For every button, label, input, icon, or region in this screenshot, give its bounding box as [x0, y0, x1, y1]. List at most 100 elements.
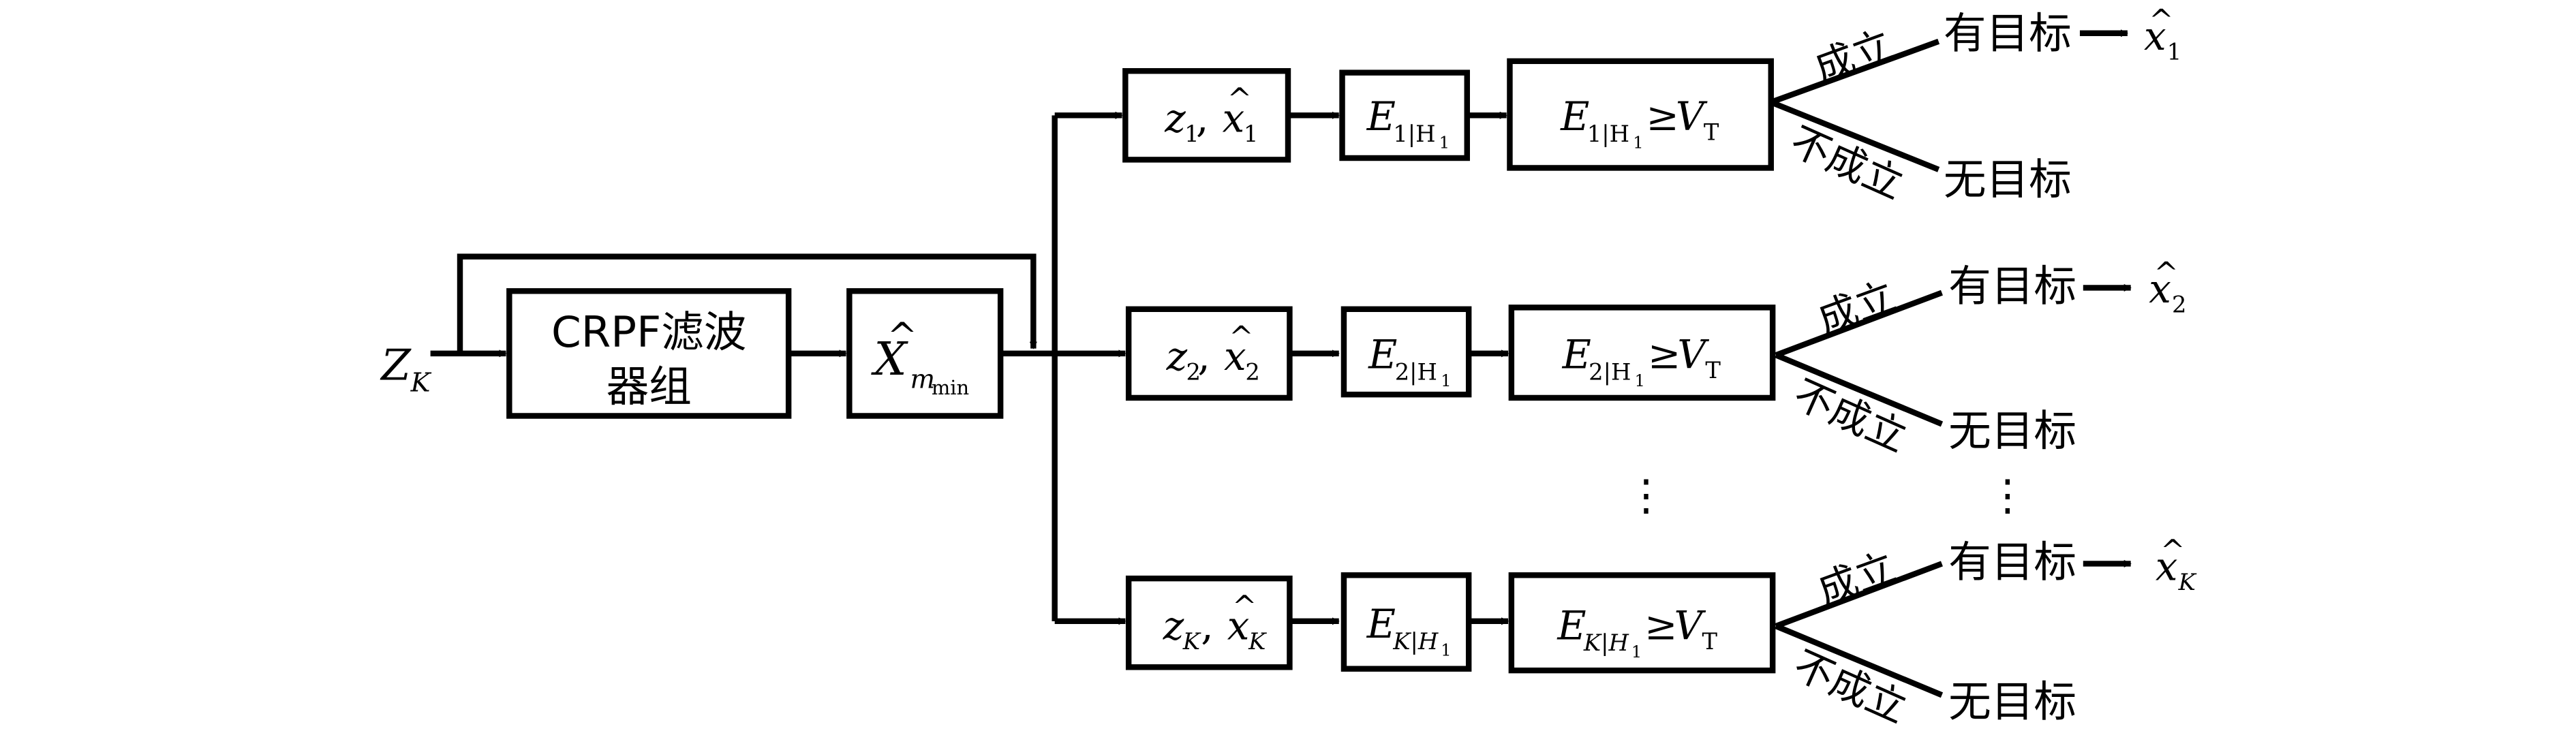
svg-text:min: min	[932, 376, 969, 399]
decision-yes-label-1: 成立	[1809, 21, 1899, 91]
svg-text:^: ^	[2160, 534, 2185, 568]
decision-yes-label-K: 成立	[1811, 544, 1901, 614]
decision-line-no-K	[1775, 623, 1944, 698]
no-target-label-2: 无目标	[1948, 406, 2076, 456]
svg-text:V: V	[1676, 93, 1708, 140]
svg-text:z: z	[1164, 95, 1186, 141]
threshold-label-2: E 2|H 1 ≥ V T	[1562, 332, 1721, 391]
estimate-label: ^ X m min	[871, 315, 970, 400]
svg-text:K: K	[410, 367, 432, 398]
svg-text:x: x	[2144, 13, 2166, 59]
output-label-2: ^ x 2	[2149, 256, 2186, 317]
decision-line-yes-2	[1775, 290, 1943, 358]
measurement-label-K: z K , ^ x K	[1163, 590, 1267, 655]
threshold-label-K: E K|H 1 ≥ V T	[1557, 602, 1717, 661]
svg-text:K|H: K|H	[1392, 628, 1439, 655]
decision-yes-label-2: 成立	[1811, 272, 1901, 343]
svg-text:≥: ≥	[1644, 602, 1677, 649]
svg-text:K: K	[1182, 628, 1201, 655]
svg-text:1|H: 1|H	[1393, 121, 1435, 147]
svg-text:V: V	[1674, 602, 1706, 649]
svg-text:1: 1	[1441, 371, 1451, 390]
svg-text:1: 1	[1633, 134, 1643, 153]
svg-text:1: 1	[1441, 640, 1451, 659]
svg-text:E: E	[1557, 602, 1586, 649]
branch-K: z K , ^ x K E K|H 1 E K|H 1 ≥ V T 成立 不成立…	[1125, 534, 2197, 732]
threshold-box-2	[1508, 305, 1776, 401]
svg-text:≥: ≥	[1646, 93, 1679, 140]
energy-box-K	[1340, 572, 1472, 672]
filter-bank-label-line2: 器组	[607, 362, 692, 411]
svg-text:K: K	[2178, 569, 2197, 595]
decision-line-no-2	[1775, 352, 1944, 427]
svg-text:V: V	[1677, 332, 1709, 378]
svg-text:1|H: 1|H	[1587, 121, 1629, 147]
svg-text:z: z	[1166, 333, 1188, 379]
output-label-K: ^ x K	[2156, 534, 2197, 595]
svg-text:,: ,	[1196, 95, 1208, 141]
svg-text:1: 1	[1635, 371, 1645, 390]
energy-box-2	[1340, 306, 1472, 398]
svg-text:z: z	[1163, 602, 1184, 649]
svg-text:^: ^	[2153, 256, 2178, 290]
no-target-label-K: 无目标	[1948, 677, 2076, 727]
svg-text:E: E	[1562, 332, 1591, 378]
output-label-1: ^ x 1	[2144, 3, 2181, 65]
svg-text:2: 2	[1245, 358, 1259, 385]
svg-text:,: ,	[1201, 602, 1213, 649]
target-label-1: 有目标	[1944, 8, 2072, 58]
svg-text:^: ^	[1232, 590, 1257, 624]
svg-text:E: E	[1368, 332, 1397, 378]
threshold-box-K	[1508, 572, 1776, 674]
branch-2: z 2 , ^ x 2 E 2|H 1 E 2|H 1 ≥ V T 成立 不成立…	[1125, 256, 2186, 461]
svg-text:x: x	[2149, 266, 2171, 312]
svg-text:^: ^	[1229, 320, 1253, 354]
energy-label-2: E 2|H 1	[1368, 332, 1451, 391]
svg-text:1: 1	[2167, 38, 2181, 65]
ellipsis-right: ⋮	[1987, 470, 2029, 520]
threshold-box-1	[1507, 58, 1774, 171]
svg-text:T: T	[1702, 628, 1718, 655]
decision-line-yes-K	[1775, 561, 1943, 629]
svg-text:2: 2	[1186, 358, 1201, 385]
svg-text:Z: Z	[380, 340, 412, 390]
svg-text:2: 2	[2172, 292, 2186, 318]
svg-text:T: T	[1705, 357, 1721, 384]
energy-label-1: E 1|H 1	[1366, 93, 1450, 153]
svg-text:^: ^	[887, 315, 917, 358]
svg-text:E: E	[1366, 93, 1396, 140]
svg-text:E: E	[1560, 93, 1589, 140]
svg-text:2|H: 2|H	[1395, 358, 1437, 385]
measurement-label-2: z 2 , ^ x 2	[1166, 320, 1260, 385]
svg-text:≥: ≥	[1648, 332, 1681, 378]
svg-text:^: ^	[2149, 3, 2173, 37]
svg-text:m: m	[910, 364, 936, 394]
target-label-2: 有目标	[1948, 262, 2076, 311]
measurement-label-1: z 1 , ^ x 1	[1164, 82, 1258, 147]
svg-text:^: ^	[1227, 82, 1252, 116]
svg-text:x: x	[1224, 333, 1246, 379]
svg-text:x: x	[1227, 602, 1250, 649]
svg-text:x: x	[2156, 544, 2178, 590]
svg-text:x: x	[1223, 95, 1245, 141]
estimate-box	[846, 288, 1004, 419]
ellipsis-middle: ⋮	[1625, 470, 1668, 520]
svg-text:1: 1	[1631, 642, 1642, 661]
svg-text:,: ,	[1197, 333, 1210, 379]
svg-text:K|H: K|H	[1583, 629, 1629, 656]
input-label: Z K	[380, 340, 431, 398]
svg-text:1: 1	[1439, 134, 1450, 153]
decision-line-yes-1	[1770, 38, 1940, 105]
energy-box-1	[1339, 69, 1470, 161]
energy-label-K: E K|H 1	[1366, 601, 1452, 660]
measurement-box-1	[1122, 68, 1291, 163]
svg-text:T: T	[1704, 119, 1719, 145]
threshold-label-1: E 1|H 1 ≥ V T	[1560, 93, 1719, 153]
svg-text:K: K	[1248, 628, 1267, 655]
measurement-box-K	[1125, 575, 1293, 670]
svg-text:1: 1	[1184, 121, 1199, 147]
decision-line-no-1	[1770, 99, 1940, 172]
no-target-label-1: 无目标	[1944, 155, 2072, 204]
svg-text:1: 1	[1244, 121, 1258, 147]
